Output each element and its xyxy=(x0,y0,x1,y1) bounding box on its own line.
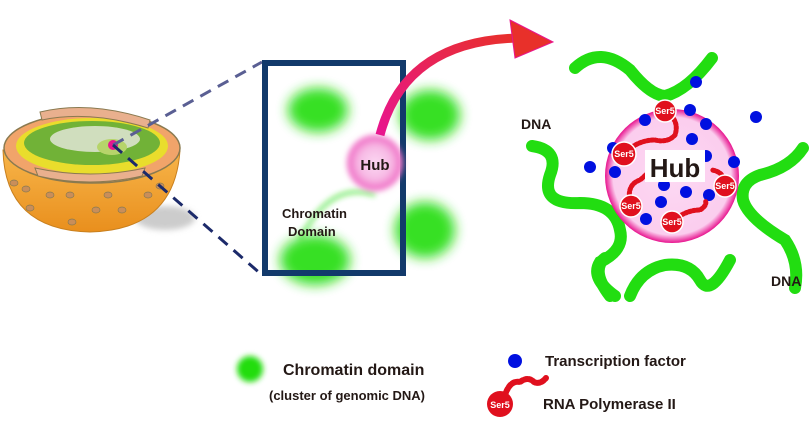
legend-tf-label: Transcription factor xyxy=(545,353,686,370)
tf-dot xyxy=(584,161,596,173)
tf-dot xyxy=(686,133,698,145)
cell-nucleus-illustration xyxy=(2,107,195,233)
ser5-unit: Ser5 xyxy=(713,174,737,198)
zoom-box: Hub Chromatin Domain xyxy=(262,60,460,285)
legend-chromatin-sublabel: (cluster of genomic DNA) xyxy=(269,388,425,403)
ser5-units: Ser5 Ser5 Ser5 Ser5 Ser5 xyxy=(611,99,737,234)
zoom-line-bottom xyxy=(112,143,263,277)
chromatin-domain-label-2: Domain xyxy=(288,224,336,239)
tf-dot xyxy=(609,166,621,178)
legend-pol-label: RNA Polymerase II xyxy=(543,396,676,413)
svg-text:Ser5: Ser5 xyxy=(614,149,634,159)
tf-dot xyxy=(750,111,762,123)
svg-text:Ser5: Ser5 xyxy=(490,400,510,410)
legend-pol-icon: Ser5 xyxy=(487,375,549,417)
tf-dot xyxy=(640,213,652,225)
legend-tf-icon xyxy=(508,354,522,368)
svg-text:Ser5: Ser5 xyxy=(621,201,641,211)
svg-text:Ser5: Ser5 xyxy=(655,106,675,116)
ser5-unit: Ser5 xyxy=(619,194,643,218)
svg-text:Ser5: Ser5 xyxy=(662,217,682,227)
tf-dot xyxy=(680,186,692,198)
tf-dot xyxy=(684,104,696,116)
legend: Chromatin domain (cluster of genomic DNA… xyxy=(237,353,686,417)
tf-dot xyxy=(700,118,712,130)
tf-dot xyxy=(703,189,715,201)
hub-large-label-bg xyxy=(645,150,705,182)
hub-large-label: Hub xyxy=(650,153,701,183)
tf-dot xyxy=(639,114,651,126)
tf-dot xyxy=(690,76,702,88)
chromatin-domain-label-1: Chromatin xyxy=(282,206,347,221)
dna-strands xyxy=(526,51,809,302)
ser5-unit: Ser5 xyxy=(660,210,684,234)
tf-dot xyxy=(655,196,667,208)
zoom-arrow xyxy=(375,19,555,137)
svg-text:Ser5: Ser5 xyxy=(715,181,735,191)
dna-label-right: DNA xyxy=(771,273,801,289)
legend-chromatin-icon xyxy=(237,356,263,382)
dna-label-left: DNA xyxy=(521,116,551,132)
hub-small-label: Hub xyxy=(360,157,389,174)
ser5-unit: Ser5 xyxy=(653,99,677,123)
hub-small xyxy=(347,135,403,191)
ser5-unit: Ser5 xyxy=(611,141,637,167)
tf-dot xyxy=(728,156,740,168)
legend-chromatin-label: Chromatin domain xyxy=(283,362,424,379)
zoom-line-top xyxy=(112,60,263,147)
